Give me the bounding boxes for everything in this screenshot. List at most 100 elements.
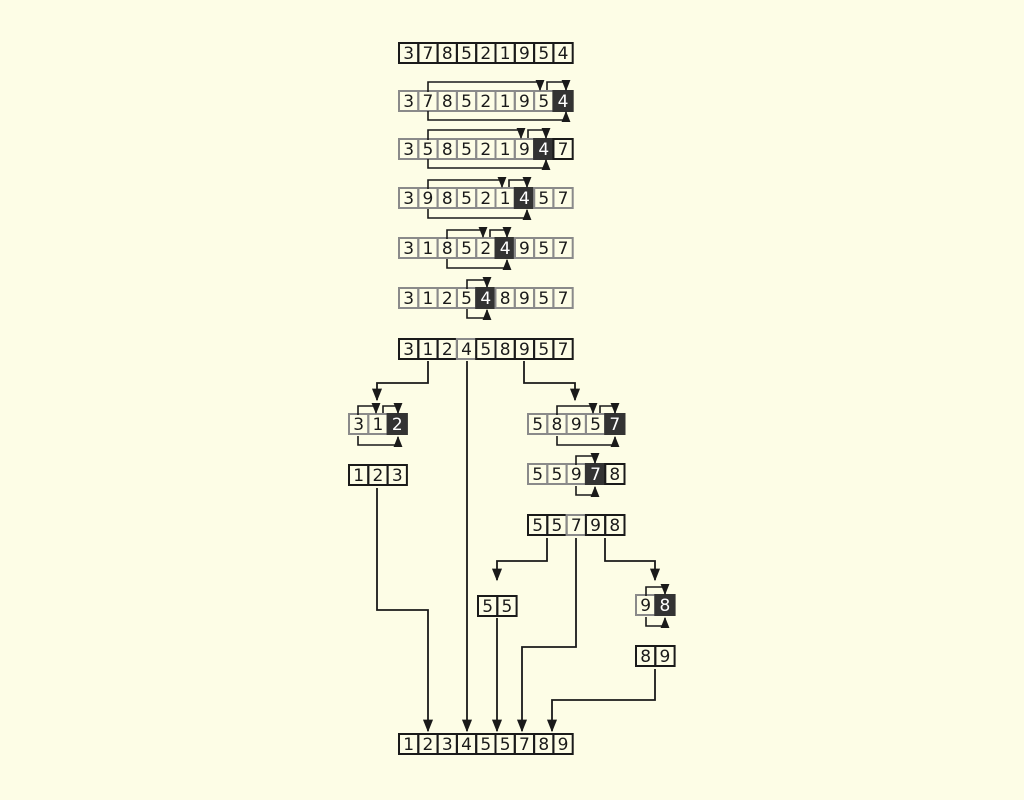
swap-bracket bbox=[575, 485, 600, 498]
cell-value: 5 bbox=[461, 289, 472, 309]
cell-value: 5 bbox=[538, 189, 549, 209]
array-cell bbox=[552, 237, 574, 259]
cell-value: 8 bbox=[500, 340, 511, 360]
swap-bracket bbox=[446, 258, 512, 271]
cell-value: 9 bbox=[558, 735, 569, 755]
cell-value: 1 bbox=[373, 415, 384, 435]
cell-value: 5 bbox=[461, 239, 472, 259]
swap-bracket bbox=[556, 402, 598, 415]
swap-bracket bbox=[556, 435, 620, 448]
cell-value: 3 bbox=[403, 340, 414, 360]
cell-value: 9 bbox=[571, 415, 582, 435]
flow-arrow bbox=[516, 538, 577, 733]
swap-bracket bbox=[357, 435, 403, 448]
cell-value: 1 bbox=[500, 140, 511, 160]
array-cell bbox=[604, 463, 626, 485]
cell-value: 3 bbox=[392, 466, 403, 486]
cell-value: 7 bbox=[519, 735, 530, 755]
cell-value: 7 bbox=[423, 92, 434, 112]
flow-arrow bbox=[491, 538, 548, 582]
cell-value: 8 bbox=[442, 239, 453, 259]
swap-bracket bbox=[527, 127, 551, 140]
swap-bracket bbox=[599, 402, 620, 415]
cell-value: 2 bbox=[442, 289, 453, 309]
cell-value: 4 bbox=[461, 735, 472, 755]
cell-value: 7 bbox=[423, 44, 434, 64]
array-cell bbox=[552, 138, 574, 160]
cell-value: 1 bbox=[423, 289, 434, 309]
cell-value: 3 bbox=[403, 239, 414, 259]
cell-value: 3 bbox=[403, 44, 414, 64]
swap-bracket bbox=[427, 208, 532, 221]
cell-value: 4 bbox=[519, 189, 530, 209]
cell-value: 4 bbox=[558, 44, 569, 64]
array-cell bbox=[552, 42, 574, 64]
swap-bracket bbox=[645, 616, 670, 629]
cell-value: 7 bbox=[609, 415, 620, 435]
swap-bracket bbox=[357, 402, 381, 415]
cell-value: 5 bbox=[538, 44, 549, 64]
cell-value: 5 bbox=[500, 735, 511, 755]
cell-value: 8 bbox=[609, 516, 620, 536]
cell-value: 4 bbox=[480, 289, 491, 309]
swap-bracket bbox=[466, 308, 492, 321]
cell-value: 5 bbox=[538, 239, 549, 259]
cell-value: 8 bbox=[442, 140, 453, 160]
swap-bracket bbox=[427, 127, 526, 140]
flow-arrow bbox=[371, 361, 429, 402]
cell-value: 9 bbox=[660, 647, 671, 667]
cell-value: 1 bbox=[500, 189, 511, 209]
cell-value: 8 bbox=[660, 596, 671, 616]
cell-value: 5 bbox=[461, 140, 472, 160]
cell-value: 5 bbox=[502, 597, 513, 617]
cell-value: 4 bbox=[500, 239, 511, 259]
flow-arrow bbox=[604, 538, 661, 582]
swap-bracket bbox=[489, 226, 512, 239]
swap-bracket bbox=[427, 176, 507, 189]
array-cell bbox=[552, 733, 574, 755]
cell-value: 3 bbox=[403, 92, 414, 112]
cell-value: 2 bbox=[480, 239, 491, 259]
cell-value: 7 bbox=[558, 140, 569, 160]
cell-value: 7 bbox=[558, 340, 569, 360]
cell-value: 5 bbox=[461, 92, 472, 112]
cell-value: 3 bbox=[403, 189, 414, 209]
cell-value: 9 bbox=[571, 465, 582, 485]
cell-value: 2 bbox=[480, 44, 491, 64]
cell-value: 9 bbox=[519, 140, 530, 160]
swap-bracket bbox=[466, 276, 492, 289]
cell-value: 2 bbox=[392, 415, 403, 435]
cell-value: 7 bbox=[558, 189, 569, 209]
cell-value: 5 bbox=[480, 340, 491, 360]
array-cell bbox=[654, 645, 676, 667]
cell-value: 8 bbox=[442, 189, 453, 209]
cell-value: 9 bbox=[590, 516, 601, 536]
swap-bracket bbox=[446, 226, 488, 239]
swap-bracket bbox=[508, 176, 532, 189]
cell-value: 4 bbox=[538, 140, 549, 160]
array-cell bbox=[386, 464, 408, 486]
cell-value: 9 bbox=[519, 44, 530, 64]
cell-value: 2 bbox=[480, 189, 491, 209]
swap-bracket bbox=[382, 402, 403, 415]
cell-value: 8 bbox=[609, 465, 620, 485]
cell-value: 5 bbox=[538, 340, 549, 360]
cell-value: 5 bbox=[552, 465, 563, 485]
cell-value: 2 bbox=[480, 140, 491, 160]
swap-bracket bbox=[427, 79, 545, 92]
flow-arrow bbox=[376, 488, 434, 733]
cell-value: 5 bbox=[538, 92, 549, 112]
cell-value: 5 bbox=[552, 516, 563, 536]
cell-value: 8 bbox=[640, 647, 651, 667]
